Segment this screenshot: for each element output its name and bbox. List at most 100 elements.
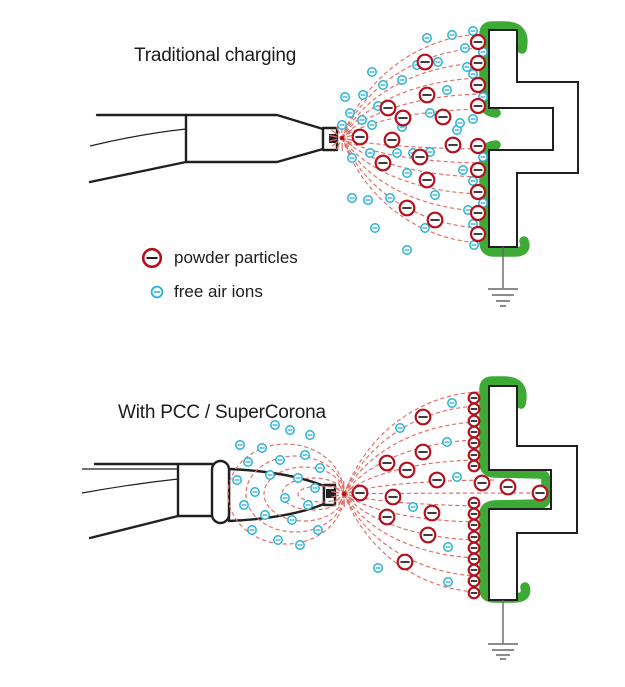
corona-burst-ray [337,482,343,490]
free-air-ion [460,43,470,53]
free-air-ion [430,190,440,200]
field-line [343,459,483,495]
corona-burst-ray [345,140,353,147]
free-air-ion [280,493,290,503]
powder-particle [398,199,416,217]
title-pcc-supercorona: With PCC / SuperCorona [118,402,326,423]
powder-particle [378,454,396,472]
free-air-ion [275,455,285,465]
powder-particle [398,461,416,479]
powder-particle [467,402,481,416]
powder-particle [467,530,481,544]
free-air-ion [295,540,305,550]
field-line [343,492,544,495]
field-line [341,137,487,178]
free-air-ion [392,148,402,158]
powder-particle [467,552,481,566]
powder-particle [467,541,481,555]
powder-particle [467,425,481,439]
workpiece-outline [488,385,578,601]
free-air-ion [462,62,472,72]
free-air-ion [469,240,479,250]
powder-particle [394,109,412,127]
free-air-ion [442,437,452,447]
free-air-ion [367,67,377,77]
free-air-ion [310,483,320,493]
free-air-ion [397,75,407,85]
legend-row-powder: powder particles [139,246,298,270]
field-line [343,493,483,523]
field-line [343,493,483,577]
free-air-ion [313,525,323,535]
powder-particle [469,204,487,222]
powder-particle-icon [141,247,163,269]
free-air-ion [303,500,313,510]
gun-inner-curve [81,478,179,494]
corona-burst-ray [331,494,340,498]
corona-burst-ray [345,129,353,136]
free-air-ion [425,108,435,118]
powder-particle [467,496,481,510]
field-line [341,137,487,164]
powder-particle [467,586,481,600]
powder-particle [419,526,437,544]
powder-particle [384,488,402,506]
powder-particle [467,391,481,405]
free-air-ion [270,420,280,430]
free-air-ion [365,148,375,158]
gun-nose-cone [227,467,326,523]
free-air-ion [468,114,478,124]
free-air-ion [402,168,412,178]
free-air-ion [468,26,478,36]
corona-burst-ray [329,134,338,138]
free-air-ion [468,176,478,186]
corona-burst-ray [335,126,341,134]
legend: powder particles free air ions [139,246,298,302]
field-line [341,137,487,195]
workpiece-grounded [479,376,578,660]
free-air-ion [442,85,452,95]
free-air-ion [250,487,260,497]
free-air-ion [443,577,453,587]
free-air-ion [247,525,257,535]
powder-particle [374,154,392,172]
powder-particle [467,414,481,428]
powder-particle [467,448,481,462]
field-line [343,439,483,495]
powder-particle [351,128,369,146]
free-air-ion [315,463,325,473]
free-air-ion [458,165,468,175]
powder-particle [467,563,481,577]
powder-particle [469,225,487,243]
free-air-ion [408,502,418,512]
corona-burst-ray [331,490,340,494]
powder-particle [467,518,481,532]
free-air-ion [239,500,249,510]
free-air-ion [357,115,367,125]
free-air-ion [347,193,357,203]
ground-symbol [488,247,518,307]
corona-burst-ray [331,129,339,136]
powder-particle [423,504,441,522]
title-traditional-charging: Traditional charging [134,45,297,66]
gun-bottom-edge [88,147,325,184]
free-air-ion [385,193,395,203]
powder-particle [469,97,487,115]
powder-particle [426,211,444,229]
corona-burst-ray [343,142,349,150]
coating-top-strip [479,21,528,118]
free-air-ion [402,245,412,255]
powder-particle [467,436,481,450]
free-air-ion [358,90,368,100]
free-air-ion [452,472,462,482]
powder-particle [418,86,436,104]
powder-particle [351,484,369,502]
powder-particle [396,553,414,571]
free-air-ion [293,473,303,483]
free-air-ion [235,440,245,450]
field-line [343,421,483,495]
powder-particle [411,148,429,166]
powder-particle [414,443,432,461]
powder-particle [378,508,396,526]
corona-burst-ray [343,125,348,134]
